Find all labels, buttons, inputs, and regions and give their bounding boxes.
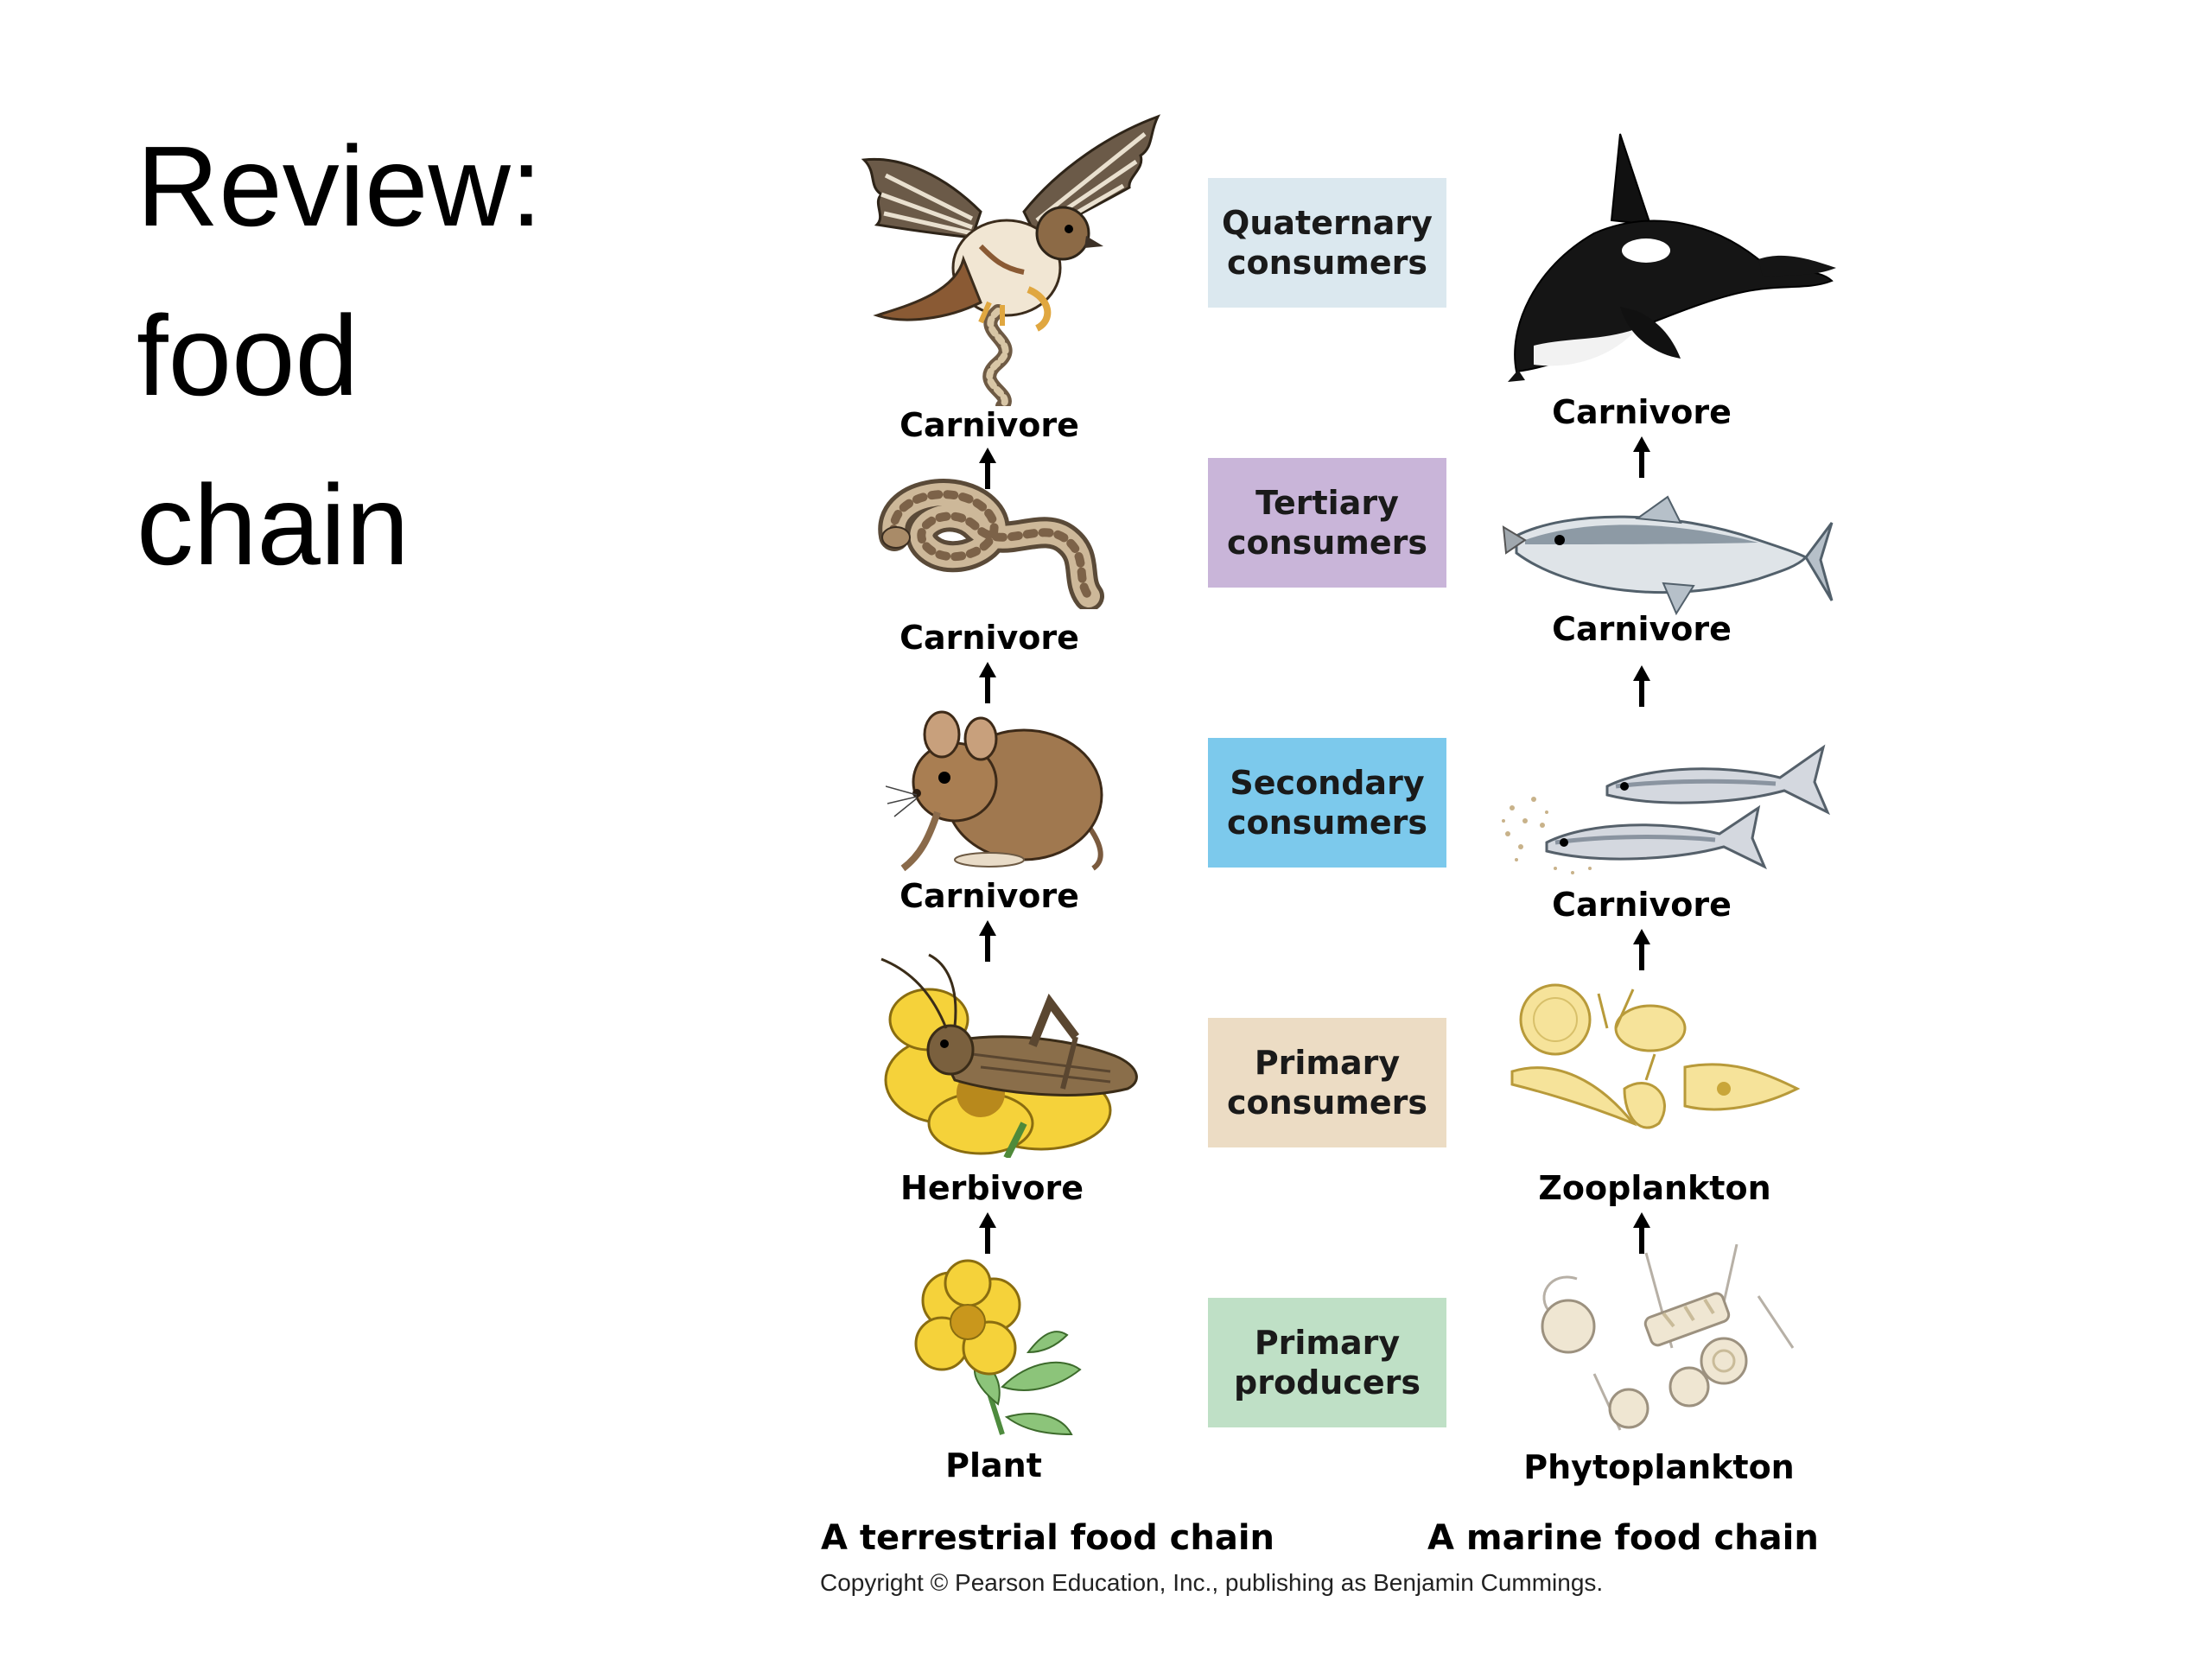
level-line-2: consumers — [1226, 244, 1428, 282]
terrestrial-label-2: Carnivore — [899, 619, 1079, 657]
tuna-icon — [1502, 495, 1834, 616]
level-line-1: Primary — [1254, 1324, 1401, 1362]
level-line-1: Tertiary — [1255, 484, 1399, 522]
level-line-1: Quaternary — [1222, 204, 1433, 242]
arrow-up-icon — [1633, 1212, 1650, 1254]
flower-icon — [914, 1259, 1082, 1436]
level-line-2: consumers — [1226, 804, 1428, 842]
marine-label-2: Carnivore — [1552, 610, 1732, 648]
phytoplankton-icon — [1541, 1244, 1795, 1431]
level-box-tertiary: Tertiary consumers — [1208, 458, 1446, 588]
mouse-icon — [886, 710, 1103, 872]
copyright-notice: Copyright © Pearson Education, Inc., pub… — [820, 1569, 1604, 1596]
marine-caption: A marine food chain — [1427, 1518, 1819, 1558]
title-line-3: chain — [137, 461, 410, 588]
level-box-primary-consumers: Primary consumers — [1208, 1018, 1446, 1147]
marine-label-3: Carnivore — [1552, 886, 1732, 924]
title-line-2: food — [137, 292, 359, 419]
grasshopper-icon — [880, 953, 1138, 1158]
marine-label-1: Carnivore — [1552, 393, 1732, 431]
terrestrial-label-5: Plant — [945, 1446, 1042, 1484]
level-line-2: producers — [1234, 1363, 1421, 1402]
marine-label-5: Phytoplankton — [1523, 1448, 1795, 1486]
slide-title: Review: food chain — [137, 102, 741, 610]
fish-icon — [1502, 744, 1830, 874]
marine-label-4: Zooplankton — [1538, 1169, 1771, 1207]
zooplankton-icon — [1510, 983, 1801, 1129]
terrestrial-label-1: Carnivore — [899, 406, 1079, 444]
level-line-2: consumers — [1226, 524, 1428, 562]
arrow-up-icon — [1633, 929, 1650, 970]
arrow-up-icon — [1633, 665, 1650, 707]
terrestrial-label-4: Herbivore — [900, 1169, 1084, 1207]
level-box-quaternary: Quaternary consumers — [1208, 178, 1446, 308]
snake-icon — [878, 479, 1104, 609]
level-box-secondary: Secondary consumers — [1208, 738, 1446, 868]
level-line-1: Secondary — [1230, 764, 1425, 802]
level-box-primary-producers: Primary producers — [1208, 1298, 1446, 1427]
title-line-1: Review: — [137, 123, 543, 250]
arrow-up-icon — [979, 920, 996, 962]
terrestrial-label-3: Carnivore — [899, 877, 1079, 915]
arrow-up-icon — [1633, 436, 1650, 478]
terrestrial-caption: A terrestrial food chain — [821, 1518, 1274, 1558]
level-line-2: consumers — [1226, 1084, 1428, 1122]
arrow-up-icon — [979, 1212, 996, 1254]
arrow-up-icon — [979, 662, 996, 703]
arrow-up-icon — [979, 448, 996, 489]
hawk-icon — [861, 114, 1161, 406]
level-line-1: Primary — [1254, 1044, 1401, 1082]
orca-icon — [1508, 133, 1836, 382]
